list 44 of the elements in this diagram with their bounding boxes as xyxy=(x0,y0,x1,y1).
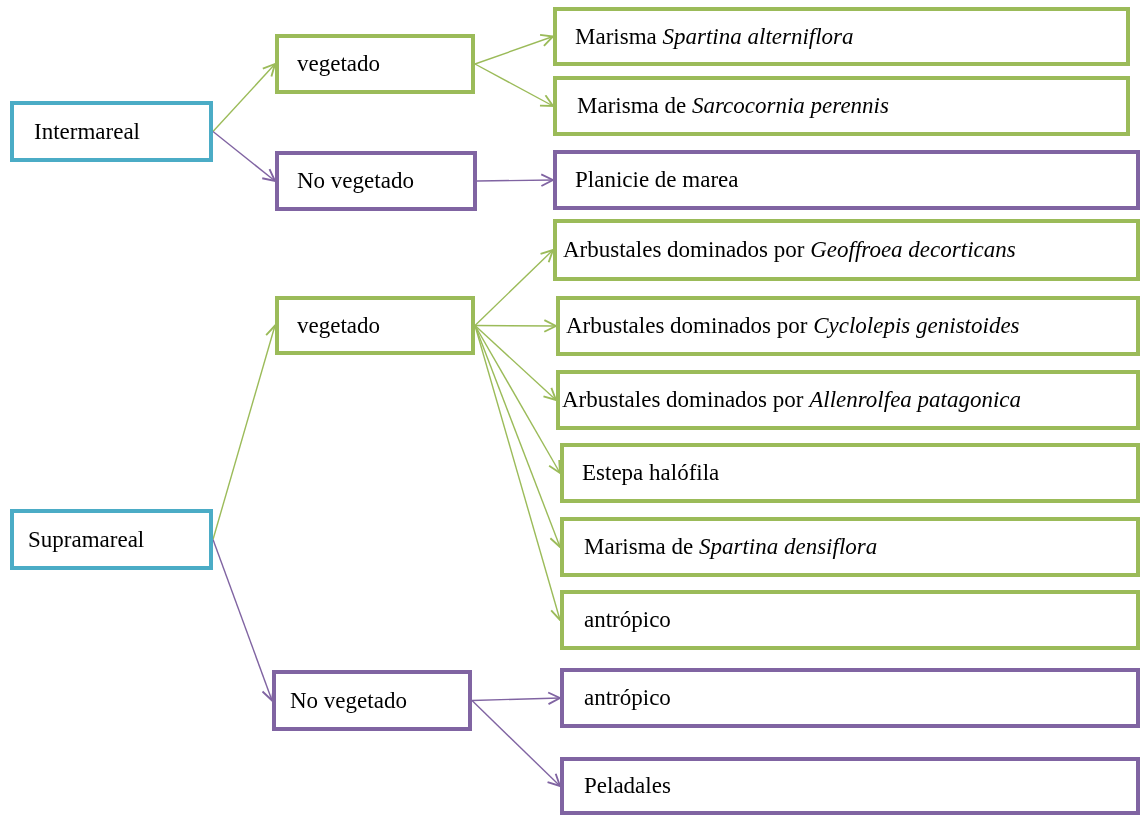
category-box xyxy=(275,34,475,94)
arrow xyxy=(471,691,561,706)
node-label: Planicie de marea xyxy=(575,167,739,193)
category-box xyxy=(560,757,1140,815)
node-label: vegetado xyxy=(297,51,380,77)
category-box xyxy=(556,370,1140,430)
node-label: Marisma de Sarcocornia perennis xyxy=(577,93,889,119)
category-box xyxy=(275,296,475,355)
category-box xyxy=(275,151,477,211)
arrow xyxy=(212,63,276,133)
category-box xyxy=(553,219,1140,281)
node-label: antrópico xyxy=(584,607,671,633)
arrow xyxy=(471,699,561,787)
category-box xyxy=(10,509,213,570)
node-label: No vegetado xyxy=(290,687,407,714)
node-label: Peladales xyxy=(584,773,671,799)
node-label: antrópico xyxy=(584,685,671,711)
arrow xyxy=(474,33,554,65)
node-label: Supramareal xyxy=(28,526,145,553)
arrow xyxy=(474,249,554,327)
category-box xyxy=(556,296,1140,356)
category-box xyxy=(272,670,472,731)
category-box xyxy=(553,76,1130,136)
node-label: Arbustales dominados por Allenrolfea patagonica xyxy=(562,387,1022,413)
node-label: vegetado xyxy=(297,312,380,339)
node-label: No vegetado xyxy=(297,168,414,194)
node-label: Estepa halófila xyxy=(582,460,720,486)
arrow xyxy=(474,319,557,333)
node-label: Intermareal xyxy=(34,118,140,145)
category-box xyxy=(560,443,1140,503)
arrow xyxy=(474,324,557,401)
category-box xyxy=(553,150,1140,210)
arrow xyxy=(212,130,276,182)
node-label: Marisma Spartina alterniflora xyxy=(575,23,854,50)
node-label: Arbustales dominados por Geoffroea decorticans xyxy=(563,237,1016,263)
category-box xyxy=(10,101,213,162)
category-box xyxy=(560,668,1140,728)
category-box xyxy=(560,517,1140,577)
node-label: Marisma de Spartina densiflora xyxy=(584,534,878,560)
arrow xyxy=(476,173,554,187)
node-label: Arbustales dominados por Cyclolepis genistoides xyxy=(566,313,1020,339)
arrow xyxy=(474,63,554,107)
category-box xyxy=(553,7,1130,66)
category-box xyxy=(560,590,1140,650)
